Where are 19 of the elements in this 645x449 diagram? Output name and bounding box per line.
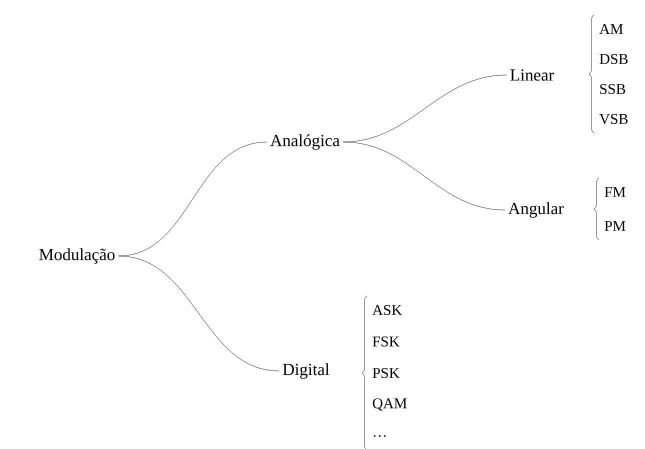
list-item: FSK [372,336,400,347]
node-label: Linear [510,69,554,81]
connector-curve [342,142,506,210]
list-item: PM [604,221,626,231]
list-item: QAM [372,398,407,411]
connector-curve [118,256,280,372]
list-item: ASK [372,304,402,316]
list-item: … [374,435,386,437]
list-item: AM [599,24,623,34]
node-label: Analógica [270,134,340,150]
list-item: FM [604,187,626,197]
list-item: SSB [600,84,626,94]
connector-curve [118,142,268,256]
node-label: Angular [508,202,564,218]
list-item: VSB [599,114,628,124]
node-label: Modulação [39,248,115,264]
list-item: DSB [600,54,628,64]
list-item: PSK [372,368,400,378]
node-label: Digital [282,363,330,379]
